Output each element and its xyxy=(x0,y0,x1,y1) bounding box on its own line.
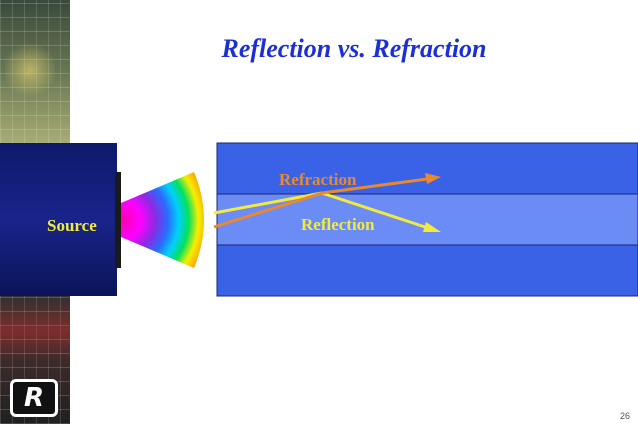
refraction-label: Refraction xyxy=(279,170,357,189)
logo: R xyxy=(10,379,58,417)
medium-bottom-layer xyxy=(216,244,638,297)
incident-ray-orange xyxy=(213,191,323,229)
refraction-arrowhead xyxy=(425,173,441,184)
side-image-glow xyxy=(5,40,55,100)
side-image-red-glow xyxy=(0,300,70,360)
wave-fan xyxy=(121,172,204,268)
page-number: 26 xyxy=(620,411,631,421)
medium-top-layer xyxy=(216,142,638,195)
slide-title: Reflection vs. Refraction xyxy=(221,34,487,63)
reflection-ray xyxy=(321,191,429,230)
source-emitter-edge xyxy=(115,172,121,268)
reflection-label: Reflection xyxy=(301,215,375,234)
reflection-arrowhead xyxy=(423,222,441,232)
source-label: Source xyxy=(47,216,97,235)
incident-ray-yellow xyxy=(213,191,323,215)
source-box xyxy=(0,143,117,296)
refraction-ray xyxy=(321,177,428,195)
logo-letter: R xyxy=(23,383,45,413)
